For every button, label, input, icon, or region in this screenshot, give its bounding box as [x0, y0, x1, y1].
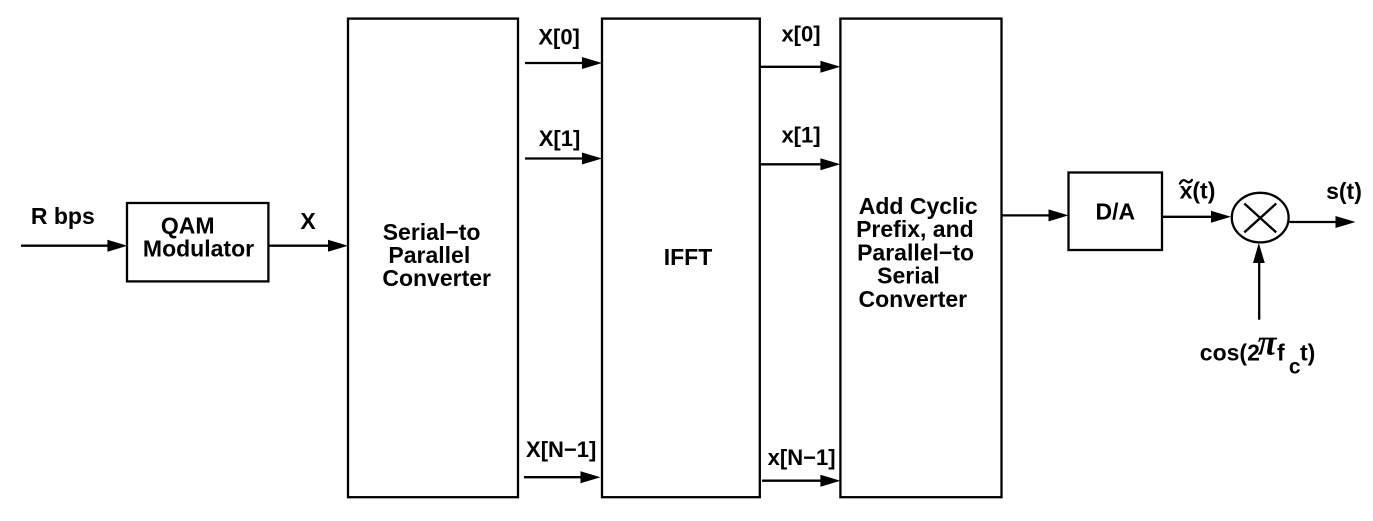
svg-text:Parallel: Parallel — [388, 242, 470, 268]
svg-text:π: π — [1258, 323, 1278, 364]
svg-text:Serial−to: Serial−to — [383, 219, 481, 245]
svg-text:Add Cyclic: Add Cyclic — [859, 193, 978, 219]
svg-text:f: f — [1277, 339, 1285, 365]
svg-text:X[0]: X[0] — [538, 24, 580, 49]
svg-text:s(t): s(t) — [1326, 178, 1362, 204]
svg-text:R bps: R bps — [31, 203, 95, 229]
svg-text:x[1]: x[1] — [781, 123, 820, 148]
svg-text:x[0]: x[0] — [781, 22, 820, 47]
svg-text:c: c — [1289, 355, 1301, 378]
svg-text:Parallel−to: Parallel−to — [857, 239, 974, 265]
svg-text:IFFT: IFFT — [664, 244, 713, 270]
svg-text:Converter: Converter — [382, 265, 491, 291]
svg-text:x[N−1]: x[N−1] — [768, 445, 836, 470]
svg-text:X[N−1]: X[N−1] — [526, 437, 596, 462]
svg-text:cos(2: cos(2 — [1200, 339, 1260, 365]
svg-text:X[1]: X[1] — [539, 126, 581, 151]
svg-text:D/A: D/A — [1095, 199, 1135, 225]
svg-text:Serial: Serial — [877, 263, 940, 289]
svg-text:Converter: Converter — [858, 286, 967, 312]
svg-text:Prefix, and: Prefix, and — [856, 216, 974, 242]
svg-text:t): t) — [1300, 339, 1315, 365]
svg-text:Modulator: Modulator — [143, 236, 254, 262]
svg-text:X: X — [300, 208, 316, 234]
svg-text:QAM: QAM — [161, 213, 215, 239]
